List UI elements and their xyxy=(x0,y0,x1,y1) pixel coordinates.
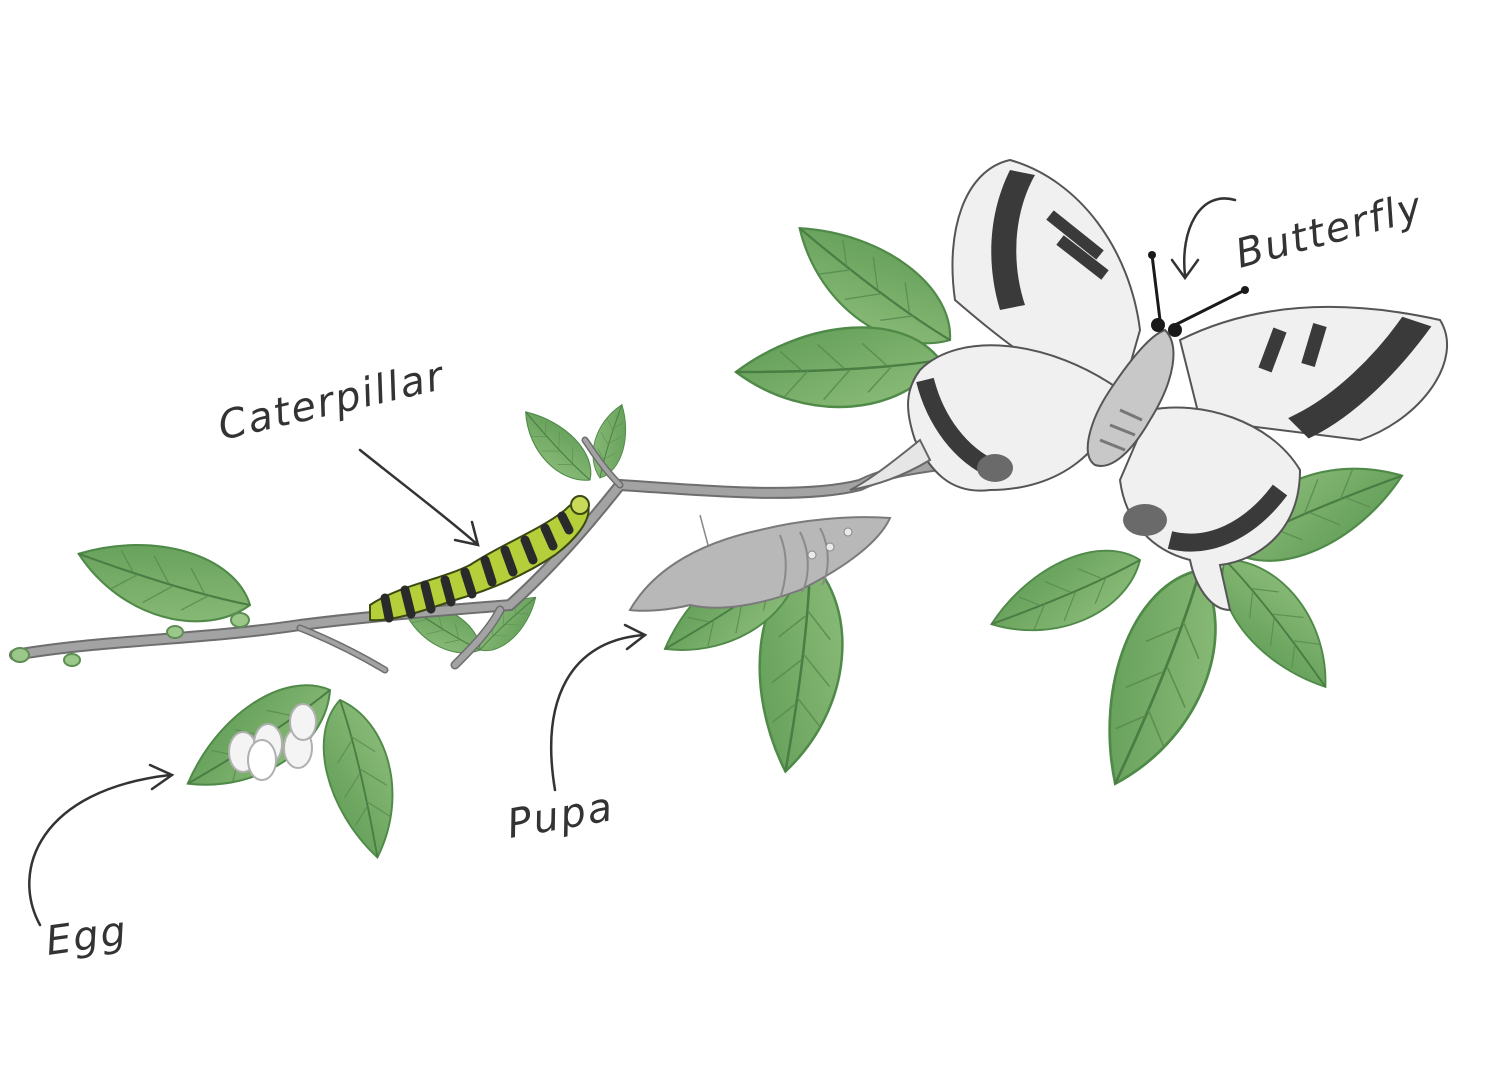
diagram-canvas: Egg Caterpillar Pupa Butterfly xyxy=(0,0,1500,1091)
life-cycle-diagram: Egg Caterpillar Pupa Butterfly xyxy=(0,0,1500,1091)
